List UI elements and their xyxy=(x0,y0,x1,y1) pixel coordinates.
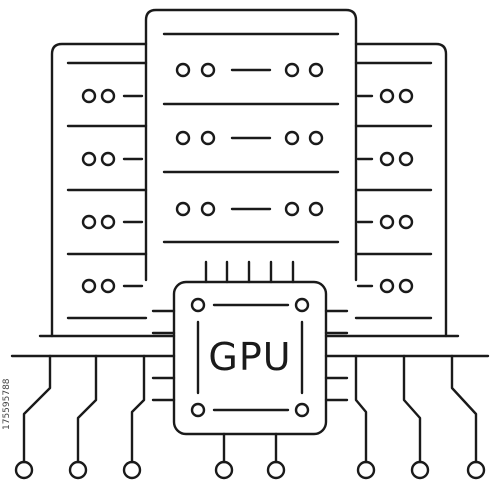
left-rack-indicators xyxy=(81,88,144,294)
stock-id-text: 175595788 xyxy=(2,378,12,430)
circuit-traces xyxy=(22,354,478,464)
gpu-chip: GPU xyxy=(172,280,328,436)
left-server-rack xyxy=(50,42,148,338)
chip-label: GPU xyxy=(208,335,291,379)
center-server-rack xyxy=(144,8,358,282)
center-rack-indicators xyxy=(175,62,324,217)
base-lines xyxy=(10,334,490,358)
right-server-rack xyxy=(354,42,448,338)
chip-pins xyxy=(151,260,349,402)
right-rack-indicators xyxy=(356,88,414,294)
terminal-nodes xyxy=(14,460,486,480)
